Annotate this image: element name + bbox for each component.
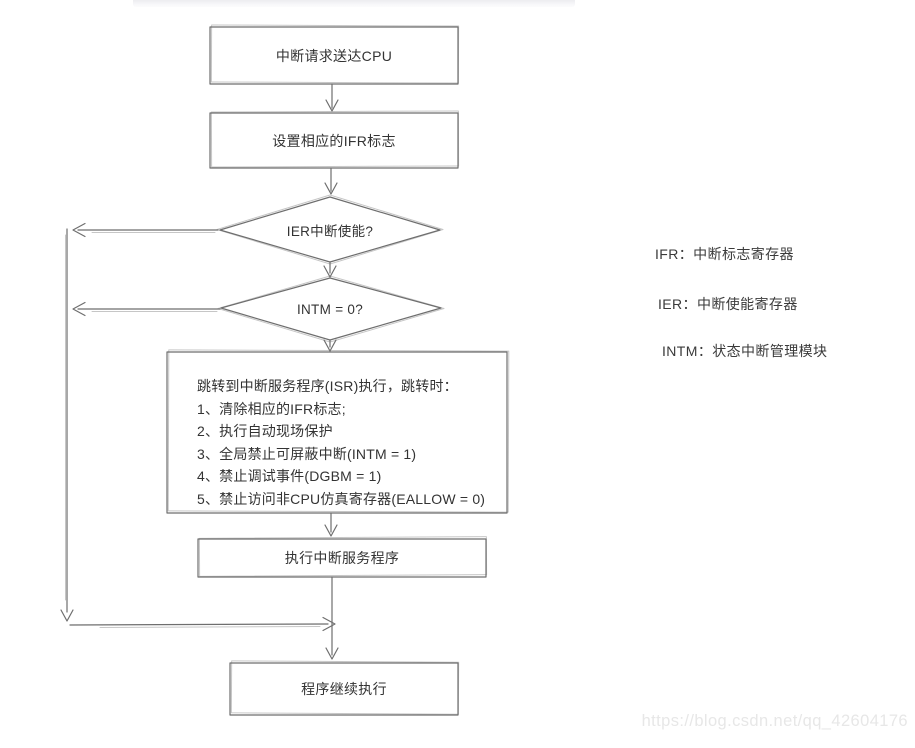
arrow-ier-to-intm [323,261,337,278]
arrow-ier-branch-left [72,222,219,238]
isr-jump-item: 5、禁止访问非CPU仿真寄存器(EALLOW = 0) [197,490,486,507]
box-set-ifr [209,112,459,169]
isr-jump-item: 3、全局禁止可屏蔽中断(INTM = 1) [197,445,417,462]
legend-ier: IER：中断使能寄存器 [658,296,798,312]
legend-ifr: IFR：中断标志寄存器 [655,246,794,262]
arrow-intm-to-isr [323,339,337,352]
node-exec-isr-label: 执行中断服务程序 [284,550,400,566]
watermark-text: https://blog.csdn.net/qq_42604176 [641,712,908,730]
arrow-isr-to-exec [324,512,338,537]
arrow-exec-to-continue [325,576,339,660]
arrow-start-to-setifr [325,83,339,112]
node-intm-check-label: INTM = 0? [296,301,364,317]
main-shape-layer [60,26,508,716]
node-isr-jump-text: 跳转到中断服务程序(ISR)执行，跳转时： 1、清除相应的IFR标志; 2、执行… [197,375,503,510]
bypass-line-vertical [60,228,74,622]
isr-jump-item: 4、禁止调试事件(DGBM = 1) [197,468,382,484]
box-start [209,26,459,85]
top-toolbar-remnant [133,0,575,7]
arrow-setifr-to-ier [324,167,338,195]
isr-jump-title: 跳转到中断服务程序(ISR)执行，跳转时： [197,378,458,394]
box-continue [229,662,459,716]
legend-intm: INTM：状态中断管理模块 [662,343,828,359]
isr-jump-item: 1、清除相应的IFR标志; [197,400,346,417]
box-isr-jump [166,351,508,514]
bypass-line-horizontal [69,616,336,632]
box-exec-isr [197,538,487,578]
node-continue-label: 程序继续执行 [301,681,387,697]
isr-jump-item: 2、执行自动现场保护 [197,423,333,439]
node-ier-check-label: IER中断使能? [286,223,374,239]
node-start-label: 中断请求送达CPU [275,47,393,64]
node-set-ifr-label: 设置相应的IFR标志 [272,132,396,149]
arrow-intm-branch-left [72,301,221,317]
